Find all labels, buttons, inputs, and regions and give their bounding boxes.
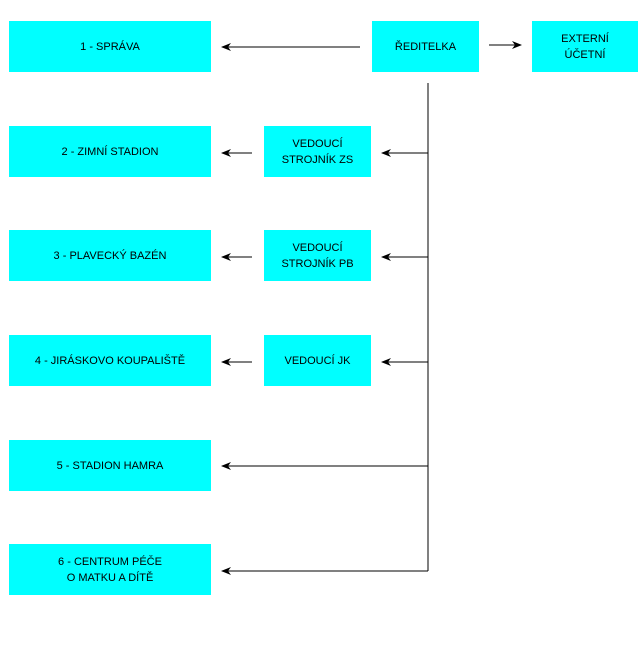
department-zimni-stadion-box: 2 - ZIMNÍ STADION bbox=[9, 126, 211, 177]
department-plavecky-bazen-box: 3 - PLAVECKÝ BAZÉN bbox=[9, 230, 211, 281]
manager-zs-box: VEDOUCÍ STROJNÍK ZS bbox=[264, 126, 371, 177]
department-jiraskovo-koupaliste-box: 4 - JIRÁSKOVO KOUPALIŠTĚ bbox=[9, 335, 211, 386]
department-sprava-box: 1 - SPRÁVA bbox=[9, 21, 211, 72]
manager-pb-box: VEDOUCÍ STROJNÍK PB bbox=[264, 230, 371, 281]
manager-jk-box: VEDOUCÍ JK bbox=[264, 335, 371, 386]
external-accounting-box: EXTERNÍ ÚČETNÍ bbox=[532, 21, 638, 72]
department-stadion-hamra-box: 5 - STADION HAMRA bbox=[9, 440, 211, 491]
director-box: ŘEDITELKA bbox=[372, 21, 479, 72]
department-centrum-pece-box: 6 - CENTRUM PÉČE O MATKU A DÍTĚ bbox=[9, 544, 211, 595]
